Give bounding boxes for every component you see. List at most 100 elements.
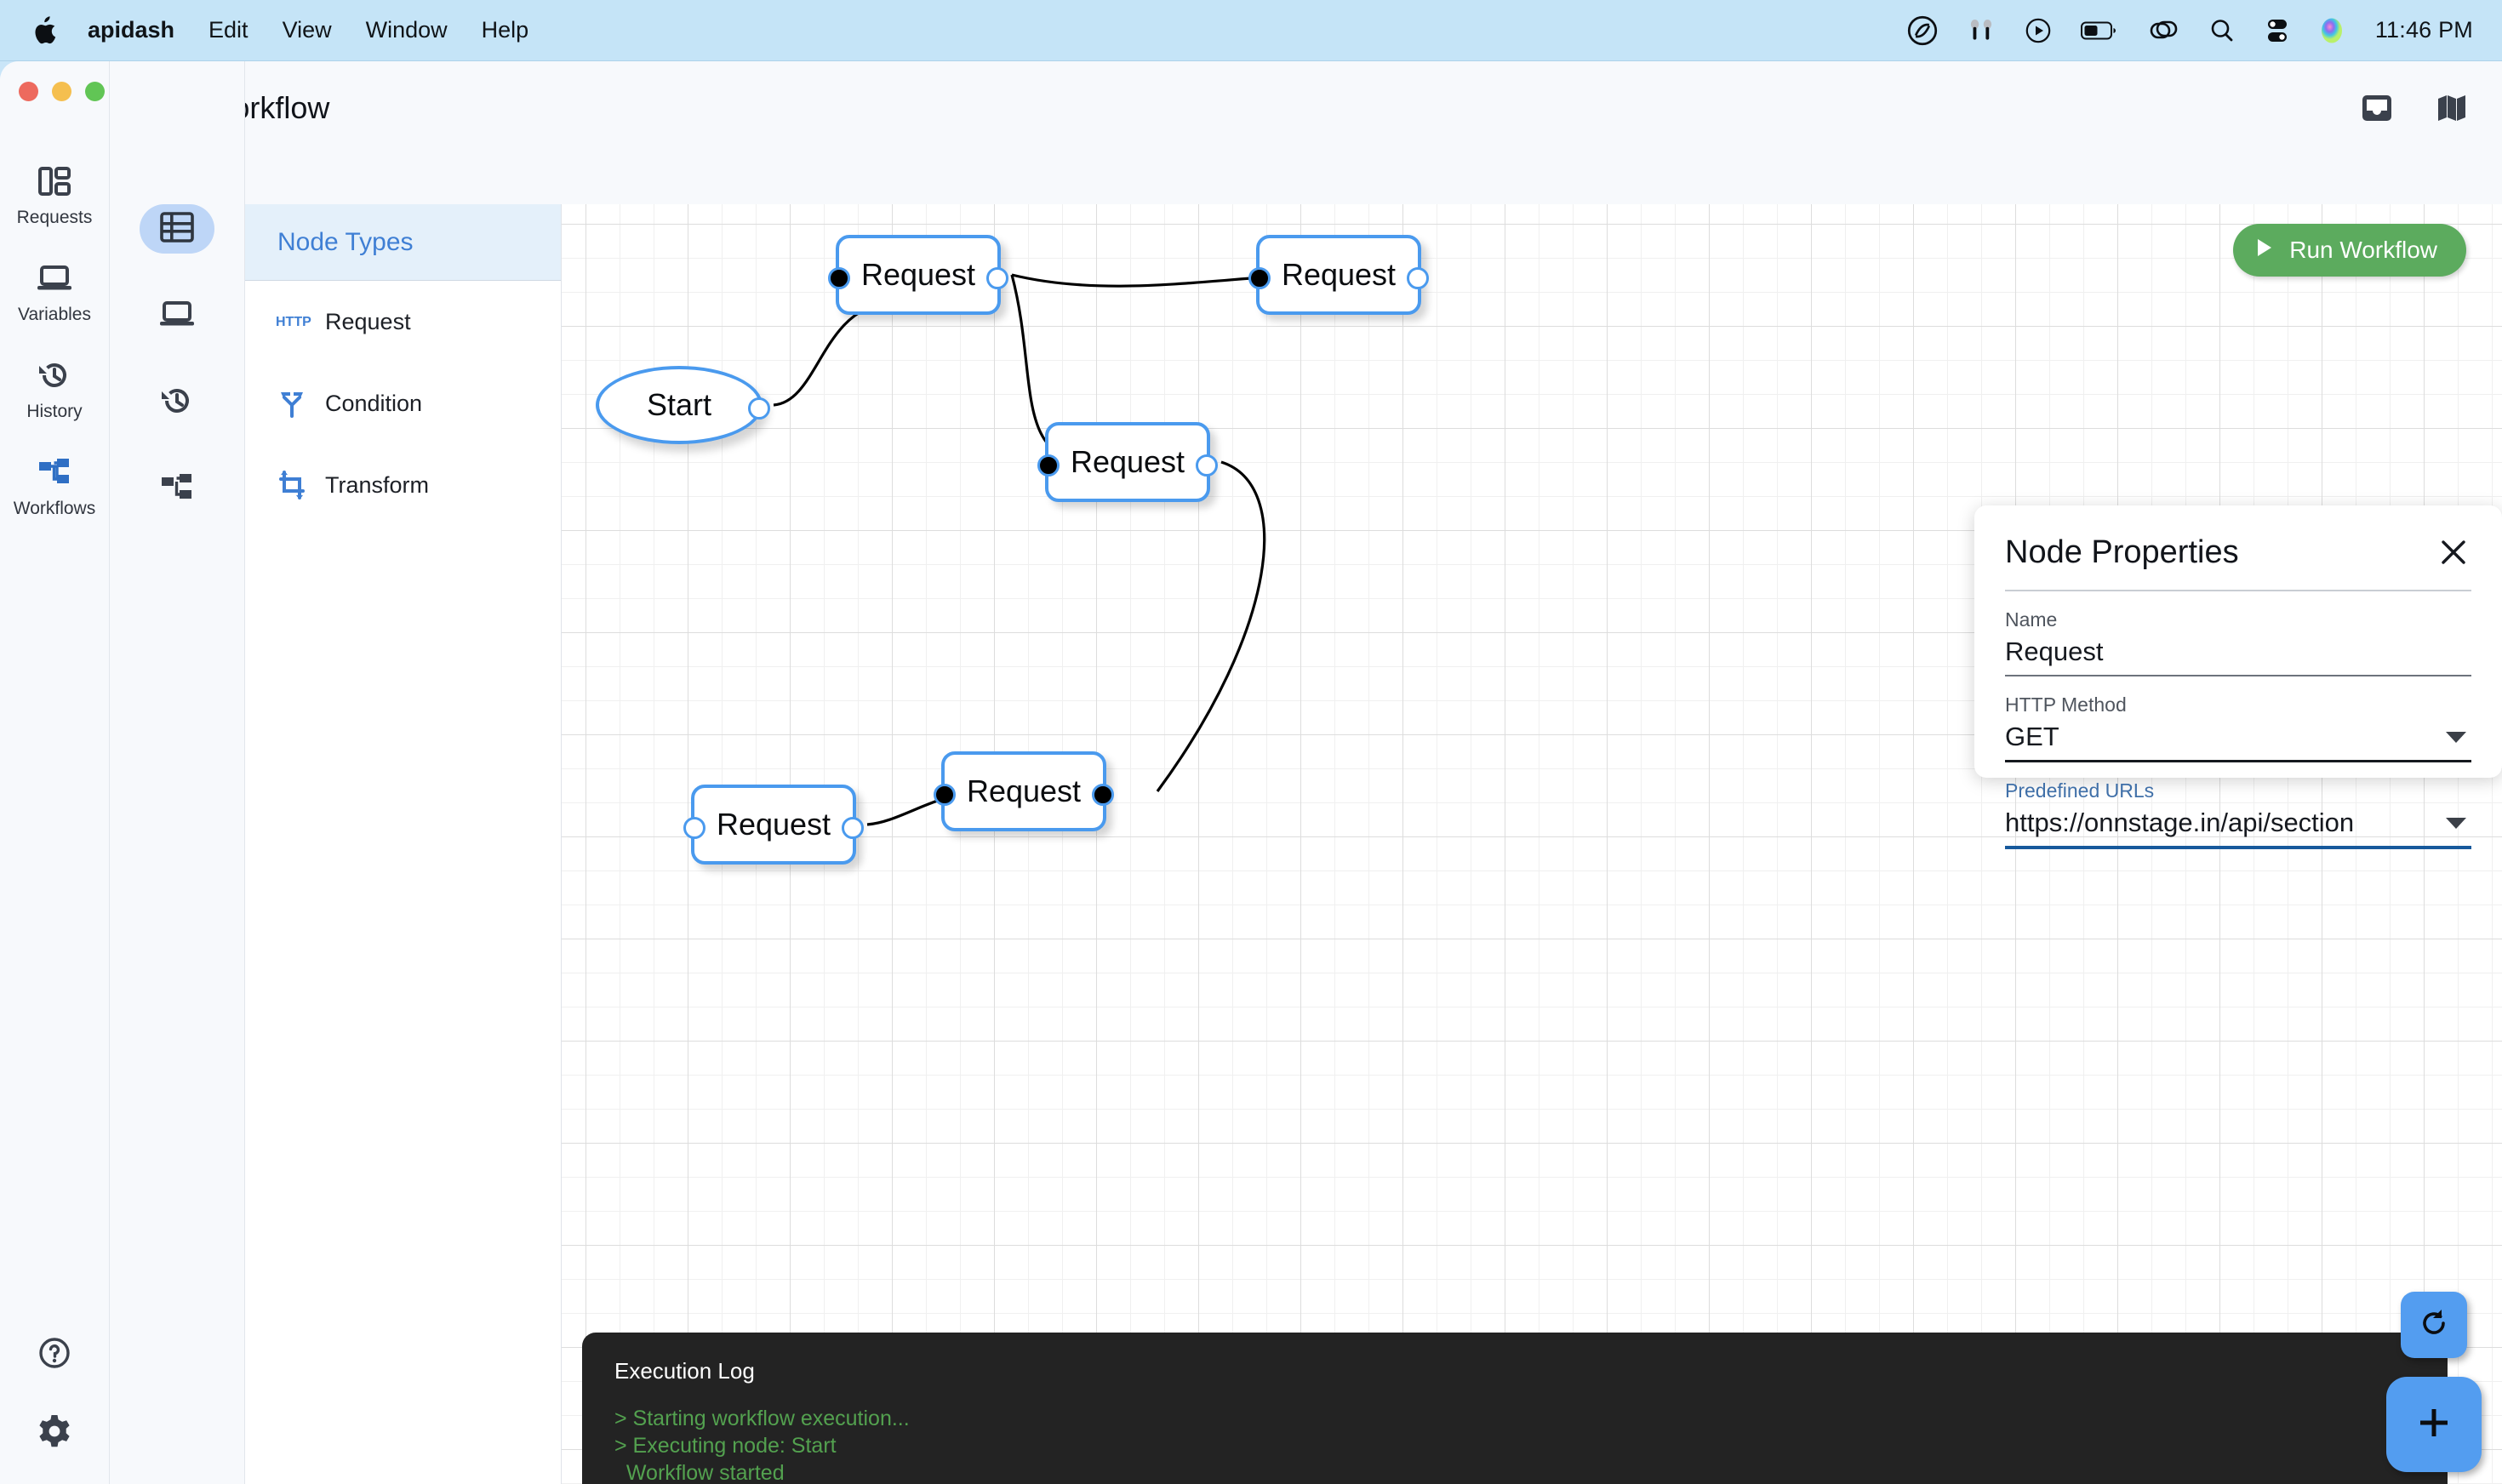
node-port-in[interactable] (1248, 267, 1271, 289)
workflow-nodes-icon (158, 470, 196, 510)
run-workflow-button[interactable]: Run Workflow (2233, 224, 2466, 277)
field-predefined-urls: Predefined URLs https://onnstage.in/api/… (2005, 779, 2471, 849)
node-label: Request (860, 257, 976, 292)
battery-icon[interactable] (2080, 20, 2118, 41)
workflow-nodes-icon (36, 453, 73, 492)
sidebar-item-label: Workflows (13, 499, 96, 518)
console-panel-icon[interactable] (2361, 92, 2393, 124)
node-port-in[interactable] (828, 267, 850, 289)
sidebar-item-history[interactable]: History (0, 356, 110, 422)
history-clock-icon (158, 383, 196, 423)
node-type-label: Request (325, 308, 411, 334)
execution-log-title: Execution Log (614, 1358, 755, 1384)
chevron-down-icon (2446, 731, 2466, 743)
refresh-icon (2417, 1306, 2451, 1344)
field-http-method: HTTP Method GET (2005, 693, 2471, 762)
workflow-node-request-top-right[interactable]: Request (1248, 235, 1429, 315)
run-workflow-label: Run Workflow (2289, 237, 2437, 263)
creative-cloud-icon[interactable] (1907, 15, 1938, 46)
apple-logo-icon[interactable] (34, 16, 57, 44)
node-type-transform[interactable]: Transform (245, 444, 561, 526)
workflow-node-request-middle[interactable]: Request (1037, 422, 1218, 502)
siri-icon[interactable] (2319, 16, 2345, 45)
name-input[interactable]: Request (2005, 631, 2471, 676)
play-triangle-icon (2255, 237, 2274, 264)
field-name: Name Request (2005, 608, 2471, 676)
node-port-in[interactable] (934, 784, 956, 806)
svg-text:HTTP: HTTP (276, 315, 311, 329)
field-label: HTTP Method (2005, 693, 2127, 716)
node-port-in[interactable] (1037, 454, 1060, 477)
add-node-button[interactable] (2386, 1377, 2482, 1472)
execution-log-line: Workflow started (614, 1461, 785, 1484)
control-center-icon[interactable] (2265, 17, 2290, 44)
panel-divider (2005, 590, 2471, 591)
spotlight-search-icon[interactable] (2208, 17, 2236, 44)
strip-item-requests[interactable] (140, 204, 214, 254)
workflow-node-request-top-left[interactable]: Request (828, 235, 1008, 315)
history-clock-icon (36, 356, 73, 395)
workflow-canvas[interactable]: Start Request Request Request Request (562, 204, 2502, 1484)
execution-log-line: > Executing node: Start (614, 1434, 837, 1458)
minimap-icon[interactable] (2436, 92, 2468, 124)
link-chain-icon[interactable] (2147, 17, 2179, 44)
field-value: GET (2005, 722, 2059, 751)
node-properties-header: Node Properties (2005, 534, 2471, 571)
menu-item-view[interactable]: View (282, 17, 332, 43)
node-port-out[interactable] (748, 397, 770, 420)
execution-log-line: > Starting workflow execution... (614, 1407, 910, 1430)
settings-gear-icon[interactable] (37, 1413, 72, 1453)
node-port-out[interactable] (842, 817, 864, 839)
node-type-label: Transform (325, 471, 430, 498)
sidebar-item-label: Requests (16, 208, 93, 227)
minimize-button[interactable] (52, 82, 71, 101)
node-label: Request (716, 807, 831, 842)
node-types-title: Node Types (245, 204, 561, 281)
field-label: Name (2005, 608, 2058, 631)
secondary-icon-strip (110, 61, 245, 1484)
node-label: Start (646, 387, 712, 422)
node-type-request[interactable]: HTTP Request (245, 281, 561, 362)
list-rows-icon (159, 211, 195, 248)
node-type-condition[interactable]: Condition (245, 362, 561, 444)
close-x-icon[interactable] (2436, 534, 2471, 570)
node-label: Request (1070, 444, 1185, 479)
strip-item-variables[interactable] (140, 291, 214, 340)
help-circle-icon[interactable] (37, 1336, 71, 1374)
laptop-icon (36, 259, 73, 298)
node-properties-panel: Node Properties Name Request HTTP Method… (1974, 505, 2502, 849)
workflow-node-request-bottom-mid[interactable]: Request (934, 751, 1114, 831)
airpods-icon[interactable] (1967, 16, 1996, 45)
now-playing-icon[interactable] (2025, 17, 2052, 44)
node-label: Request (966, 773, 1082, 808)
field-value: Request (2005, 636, 2104, 666)
chevron-down-icon (2446, 817, 2466, 829)
sidebar-item-variables[interactable]: Variables (0, 259, 110, 325)
menu-bar-clock[interactable]: 11:46 PM (2374, 17, 2473, 43)
sidebar-item-requests[interactable]: Requests (0, 162, 110, 228)
workflow-node-request-bottom-left[interactable]: Request (683, 785, 864, 865)
requests-grid-icon (37, 162, 72, 201)
menu-item-apidash[interactable]: apidash (88, 17, 175, 43)
strip-item-history[interactable] (140, 378, 214, 427)
node-port-out[interactable] (986, 267, 1008, 289)
node-port-out[interactable] (1407, 267, 1429, 289)
node-port-out[interactable] (1092, 784, 1114, 806)
menu-item-window[interactable]: Window (365, 17, 448, 43)
predefined-urls-select[interactable]: https://onnstage.in/api/section (2005, 802, 2471, 849)
branch-arrows-icon (276, 387, 325, 420)
sidebar-item-workflows[interactable]: Workflows (0, 453, 110, 519)
http-method-select[interactable]: GET (2005, 716, 2471, 762)
workflow-node-start[interactable]: Start (596, 366, 770, 444)
refresh-button[interactable] (2401, 1292, 2467, 1358)
strip-item-workflows[interactable] (140, 465, 214, 514)
node-types-panel: Node Types HTTP Request Condition Transf… (245, 204, 562, 1484)
primary-sidebar: Requests Variables History Workflows (0, 61, 110, 1484)
node-port-out[interactable] (1196, 454, 1218, 477)
node-port-in[interactable] (683, 817, 705, 839)
http-badge-icon: HTTP (276, 313, 325, 330)
menu-item-help[interactable]: Help (481, 17, 529, 43)
menu-item-edit[interactable]: Edit (208, 17, 248, 43)
close-button[interactable] (19, 82, 38, 101)
zoom-button[interactable] (85, 82, 105, 101)
